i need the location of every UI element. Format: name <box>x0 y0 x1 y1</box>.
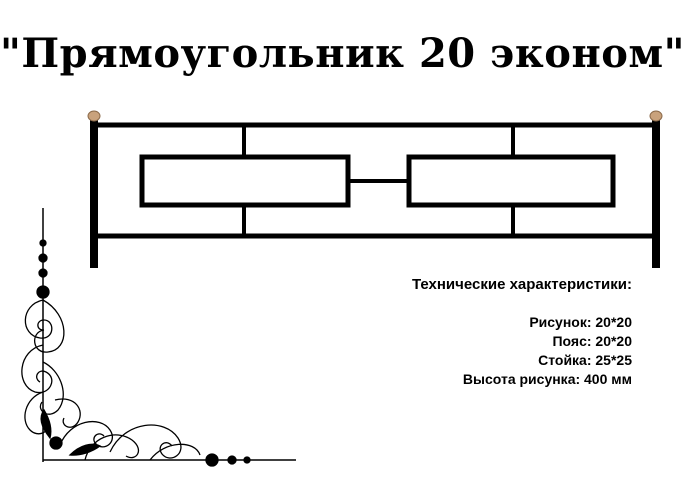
spec-pattern-height: Высота рисунка: 400 мм <box>462 371 632 387</box>
post-left <box>90 118 98 268</box>
fence-section <box>87 110 663 268</box>
ornament-swirl <box>24 299 53 339</box>
technical-specs: Технические характеристики: Рисунок: 20*… <box>412 275 632 389</box>
product-title: "Прямоугольник 20 эконом" <box>0 30 684 77</box>
ornament-swirl <box>39 361 64 415</box>
spec-belt: Пояс: 20*20 <box>552 333 632 349</box>
ornament-swirl <box>59 421 113 448</box>
ornament-dot <box>38 253 48 263</box>
spec-post: Стойка: 25*25 <box>538 352 632 368</box>
ornament-dot <box>36 285 50 299</box>
ornament-dot <box>49 436 63 450</box>
post-right <box>652 118 660 268</box>
ornament-leaf <box>40 408 52 440</box>
ornament-leaf <box>68 443 102 456</box>
ornament-swirl <box>109 424 182 459</box>
ornament-dot <box>227 455 237 465</box>
ornament-dot <box>39 239 47 247</box>
ornament-swirl <box>34 299 65 353</box>
rectangle-panel-right <box>406 154 616 208</box>
ornament-dot <box>205 453 219 467</box>
ornament-dot <box>38 268 48 278</box>
ornament-dot <box>243 456 251 464</box>
corner-ornament <box>21 208 296 467</box>
specs-heading: Технические характеристики: <box>411 276 632 293</box>
post-cap-left <box>87 110 101 122</box>
post-cap-right <box>649 110 663 122</box>
ornament-swirl <box>21 344 53 394</box>
spec-pattern: Рисунок: 20*20 <box>529 314 632 330</box>
ornament-swirl <box>149 443 201 461</box>
rectangle-panel-left <box>139 154 351 208</box>
ornament-swirl <box>54 398 81 428</box>
